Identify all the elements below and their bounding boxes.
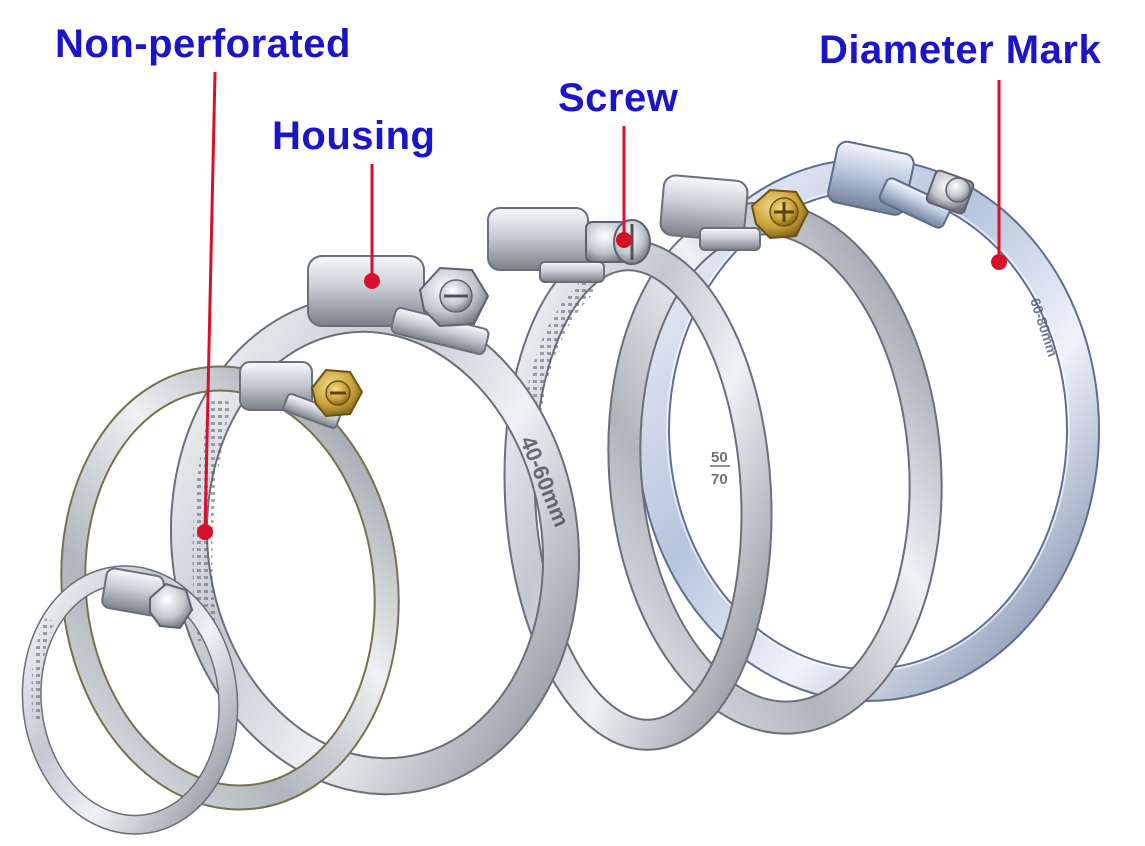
screw-larger-brass <box>750 188 810 240</box>
housing-galvanized <box>827 140 952 229</box>
clamp-smallest <box>21 565 239 835</box>
leader-screw <box>616 126 632 248</box>
label-screw: Screw <box>558 76 679 120</box>
band-marking-50-70-bottom: 70 <box>711 471 728 488</box>
screw-small-brass <box>310 368 364 418</box>
housing-larger <box>659 174 761 251</box>
leader-non-perforated <box>197 71 217 540</box>
housing-small <box>239 361 342 429</box>
screw-smallest <box>149 582 194 630</box>
screw-galvanized <box>925 169 975 215</box>
leader-diameter-mark <box>991 80 1007 270</box>
clamp-medium-large <box>487 207 773 751</box>
band-marking-50-70-top: 50 <box>711 449 728 466</box>
label-housing: Housing <box>272 114 436 158</box>
leader-housing <box>364 164 380 289</box>
label-diameter-mark: Diameter Mark <box>819 28 1102 72</box>
screw-40-60 <box>418 266 490 328</box>
clamp-larger: 50 70 <box>607 174 943 735</box>
label-non-perforated: Non-perforated <box>55 22 351 66</box>
housing-40-60 <box>307 255 490 355</box>
